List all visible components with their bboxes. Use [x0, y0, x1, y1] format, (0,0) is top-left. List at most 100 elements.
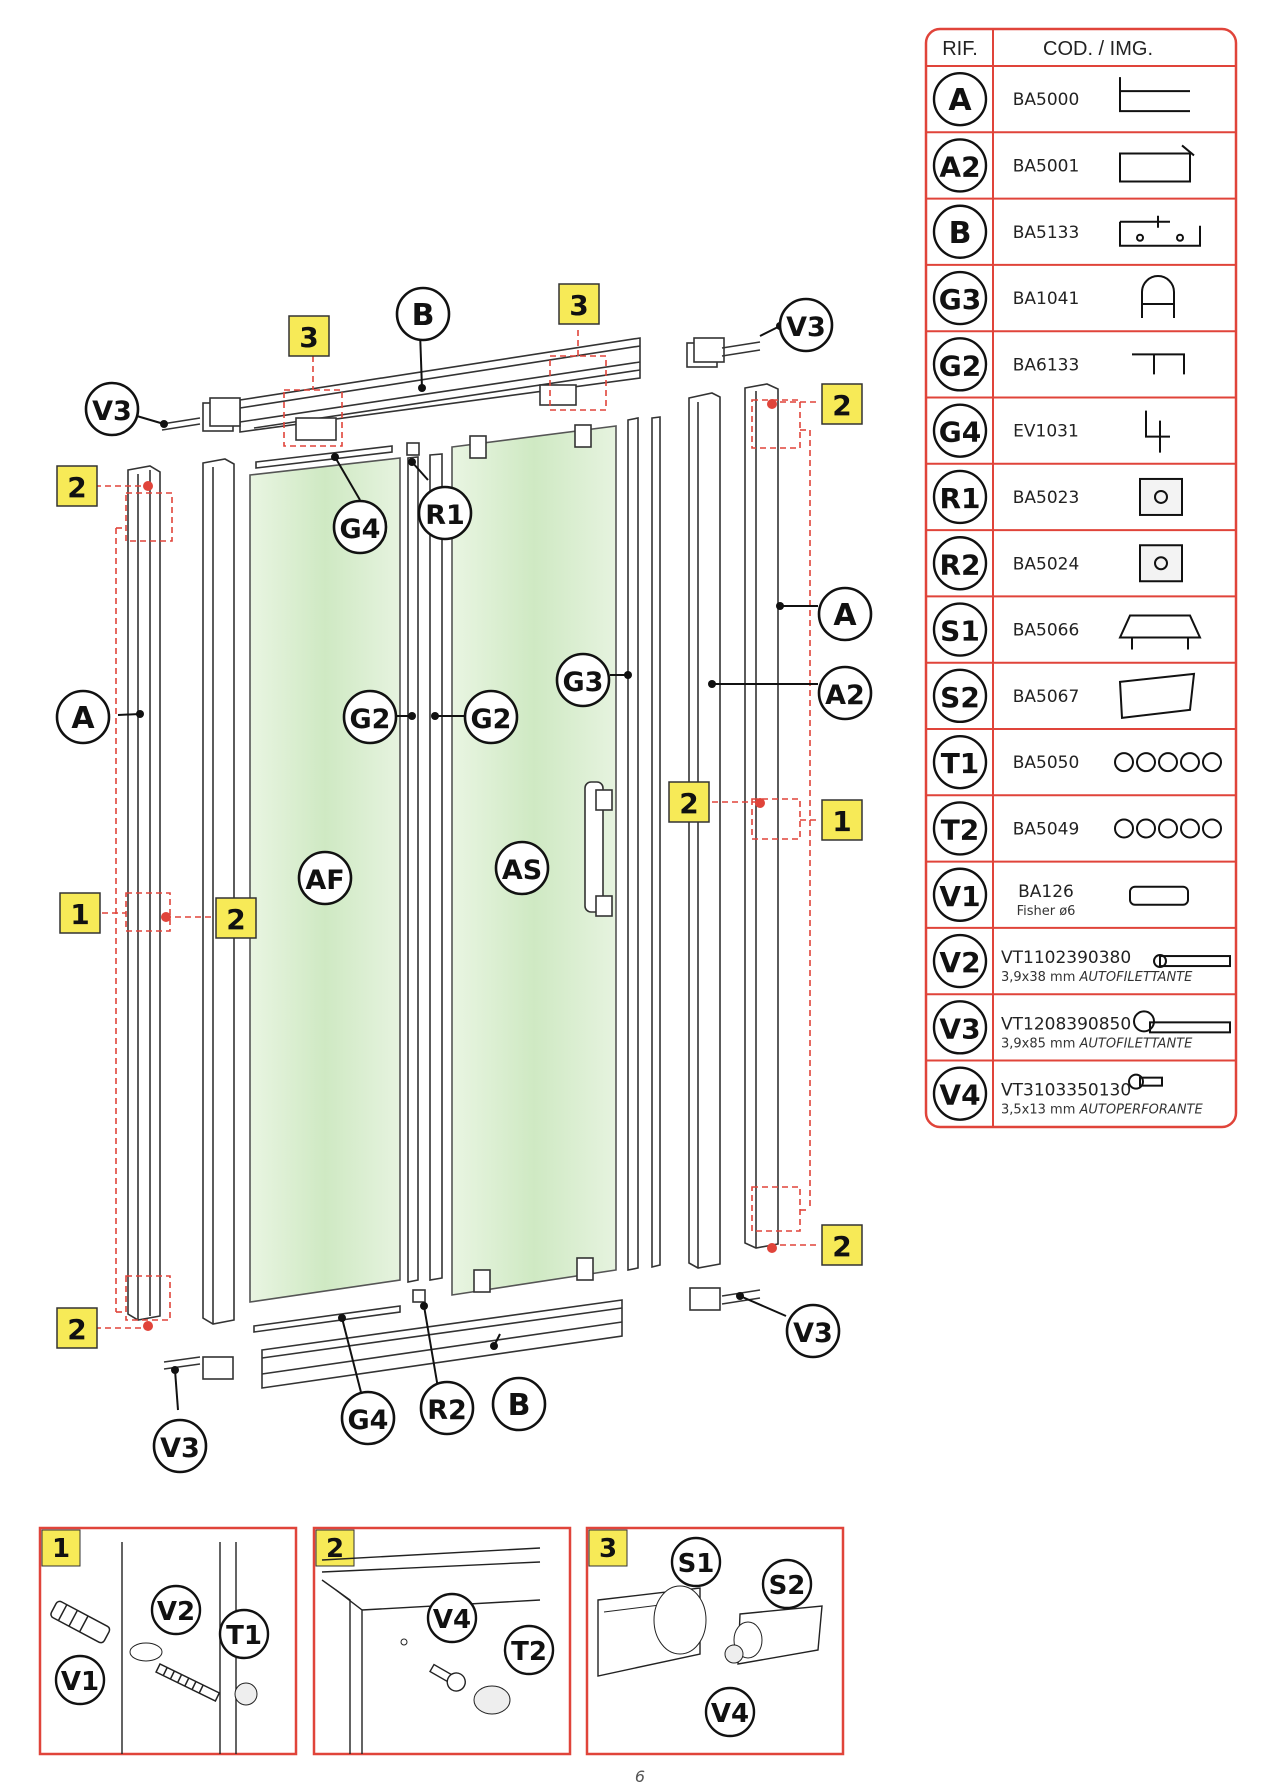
ref-circle	[932, 270, 988, 326]
detail-callout: V2	[150, 1584, 202, 1636]
callout-g4-bottom: G4	[340, 1390, 396, 1446]
left-wall-profile	[127, 465, 161, 1321]
detail-callout: V4	[704, 1686, 756, 1738]
marker-two: 2	[668, 781, 710, 823]
block-r2-icon	[1139, 544, 1183, 583]
detail-callout-label: V4	[433, 1605, 471, 1635]
detail-callout-label: T2	[511, 1637, 547, 1667]
callout-r1: R1	[417, 485, 473, 541]
header-ref: RIF.	[942, 38, 978, 60]
right-frame-a2	[688, 392, 721, 1269]
ref-circle	[932, 204, 988, 259]
detail-2-number: 2	[326, 1534, 344, 1564]
part-code: BA5066	[1013, 621, 1080, 641]
ref-label: R1	[939, 482, 980, 515]
part-code: BA126	[1018, 882, 1074, 902]
callout-g4-top: G4	[332, 499, 388, 555]
callout-label: R2	[427, 1395, 467, 1426]
ref-circle	[932, 668, 988, 724]
ref-label: V4	[939, 1079, 980, 1112]
caps-t1-icon	[1114, 752, 1222, 773]
callout-label: A2	[825, 680, 865, 711]
gasket-g2-icon	[1132, 353, 1185, 375]
detail-callout-label: V1	[61, 1667, 99, 1697]
callout-g2-right: G2	[463, 689, 519, 745]
leaders	[117, 325, 818, 1411]
part-code: BA5023	[1013, 488, 1080, 508]
detail-callout-label: S1	[678, 1549, 715, 1579]
right-wall-profile	[744, 383, 779, 1249]
ref-label: G4	[939, 416, 981, 449]
profile-a2-icon	[1119, 144, 1195, 183]
marker-label: 2	[832, 1230, 851, 1263]
part-code: EV1031	[1013, 422, 1079, 442]
header-code: COD. / IMG.	[1043, 38, 1153, 60]
ref-label: V2	[939, 946, 980, 979]
part-spec: 3,5x13 mm AUTOPERFORANTE	[1001, 1103, 1203, 1118]
detail-callout-label: T1	[226, 1621, 262, 1651]
gasket-g4-bottom	[253, 1305, 401, 1333]
ref-label: B	[949, 216, 972, 251]
marker-two: 2	[821, 383, 863, 425]
ref-circle	[932, 867, 988, 922]
red-guides	[95, 330, 820, 1329]
leader-dots	[136, 322, 784, 1374]
part-code: BA5000	[1013, 90, 1080, 110]
gasket-g4-icon	[1145, 410, 1170, 453]
part-spec-type: AUTOFILETTANTE	[1079, 1036, 1194, 1051]
callout-label: G2	[350, 704, 391, 735]
part-spec: Fisher ø6	[1017, 904, 1076, 919]
marker-label: 3	[569, 289, 588, 322]
bottom-rail-b	[261, 1299, 623, 1389]
marker-label: 2	[679, 787, 698, 820]
screw-v3-icon	[1133, 1010, 1231, 1034]
ref-circle	[932, 71, 988, 127]
detail-callout-label: V4	[711, 1699, 749, 1729]
ref-circle	[932, 933, 988, 989]
block-r1-icon	[1139, 477, 1183, 516]
detail-callout: V4	[426, 1592, 478, 1644]
callout-v3-tl: V3	[84, 381, 140, 437]
detail-callout: V1	[54, 1654, 106, 1706]
ref-label: T2	[941, 813, 980, 846]
ref-label: G3	[939, 283, 981, 316]
left-frame	[202, 458, 235, 1325]
part-spec-size: 3,5x13 mm	[1001, 1103, 1075, 1118]
part-spec-type: AUTOPERFORANTE	[1079, 1103, 1204, 1118]
ref-label: V1	[939, 880, 980, 913]
detail-callout: T1	[218, 1608, 270, 1660]
page-number: 6	[635, 1767, 645, 1786]
ref-label: R2	[939, 548, 980, 581]
callout-af: AF	[297, 850, 353, 906]
ref-label: G2	[939, 349, 981, 382]
marker-one: 1	[821, 799, 863, 841]
detail-callout: S2	[761, 1558, 813, 1610]
part-code: BA5049	[1013, 819, 1080, 839]
callout-b-top: B	[395, 286, 451, 342]
gasket-g3-icon	[1141, 275, 1175, 319]
callout-b-bottom: B	[491, 1376, 547, 1432]
callout-g3: G3	[555, 652, 611, 708]
callout-r2: R2	[419, 1380, 475, 1436]
callout-label: B	[412, 298, 435, 333]
part-code: VT3103350130	[1001, 1081, 1131, 1101]
caps-t2-icon	[1114, 818, 1222, 839]
anchor-v1-icon	[1129, 885, 1189, 906]
marker-label: 1	[70, 898, 89, 931]
detail-callout-label: V2	[157, 1597, 195, 1627]
marker-label: 2	[67, 1313, 86, 1346]
marker-label: 2	[226, 903, 245, 936]
ref-circle	[932, 469, 988, 525]
ref-label: S1	[940, 615, 980, 648]
part-spec-size: Fisher ø6	[1017, 904, 1076, 919]
callout-label: V3	[786, 312, 826, 343]
callout-a-right: A	[817, 586, 873, 642]
part-code: VT1102390380	[1001, 948, 1131, 968]
ref-circle	[932, 138, 988, 193]
callout-v3-br: V3	[785, 1303, 841, 1359]
screw-v4-icon	[1128, 1073, 1163, 1090]
part-spec: 3,9x85 mm AUTOFILETTANTE	[1001, 1036, 1193, 1051]
callout-label: G4	[340, 514, 381, 545]
